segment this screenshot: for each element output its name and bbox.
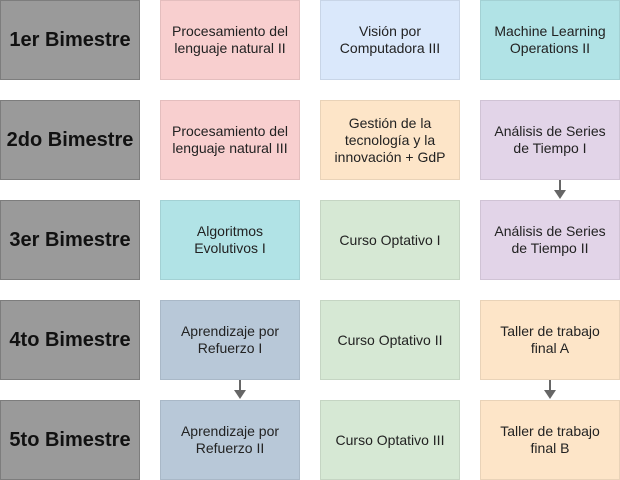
term-4-label: 4to Bimestre — [0, 300, 140, 380]
term-3-label: 3er Bimestre — [0, 200, 140, 280]
course-optativo-2: Curso Optativo II — [320, 300, 460, 380]
arrow-down-icon — [554, 180, 566, 199]
course-refuerzo-2: Aprendizaje por Refuerzo II — [160, 400, 300, 480]
course-optativo-3: Curso Optativo III — [320, 400, 460, 480]
term-1-label: 1er Bimestre — [0, 0, 140, 80]
course-mlops-2: Machine Learning Operations II — [480, 0, 620, 80]
course-refuerzo-1: Aprendizaje por Refuerzo I — [160, 300, 300, 380]
course-taller-final-b: Taller de trabajo final B — [480, 400, 620, 480]
course-nlp-3: Procesamiento del lenguaje natural III — [160, 100, 300, 180]
arrow-down-icon — [234, 380, 246, 399]
course-nlp-2: Procesamiento del lenguaje natural II — [160, 0, 300, 80]
term-5-label: 5to Bimestre — [0, 400, 140, 480]
course-series-tiempo-2: Análisis de Series de Tiempo II — [480, 200, 620, 280]
arrow-down-icon — [544, 380, 556, 399]
course-vision-3: Visión por Computadora III — [320, 0, 460, 80]
course-taller-final-a: Taller de trabajo final A — [480, 300, 620, 380]
course-optativo-1: Curso Optativo I — [320, 200, 460, 280]
course-algoritmos-evolutivos-1: Algoritmos Evolutivos I — [160, 200, 300, 280]
term-2-label: 2do Bimestre — [0, 100, 140, 180]
course-gestion-tecnologia: Gestión de la tecnología y la innovación… — [320, 100, 460, 180]
course-series-tiempo-1: Análisis de Series de Tiempo I — [480, 100, 620, 180]
